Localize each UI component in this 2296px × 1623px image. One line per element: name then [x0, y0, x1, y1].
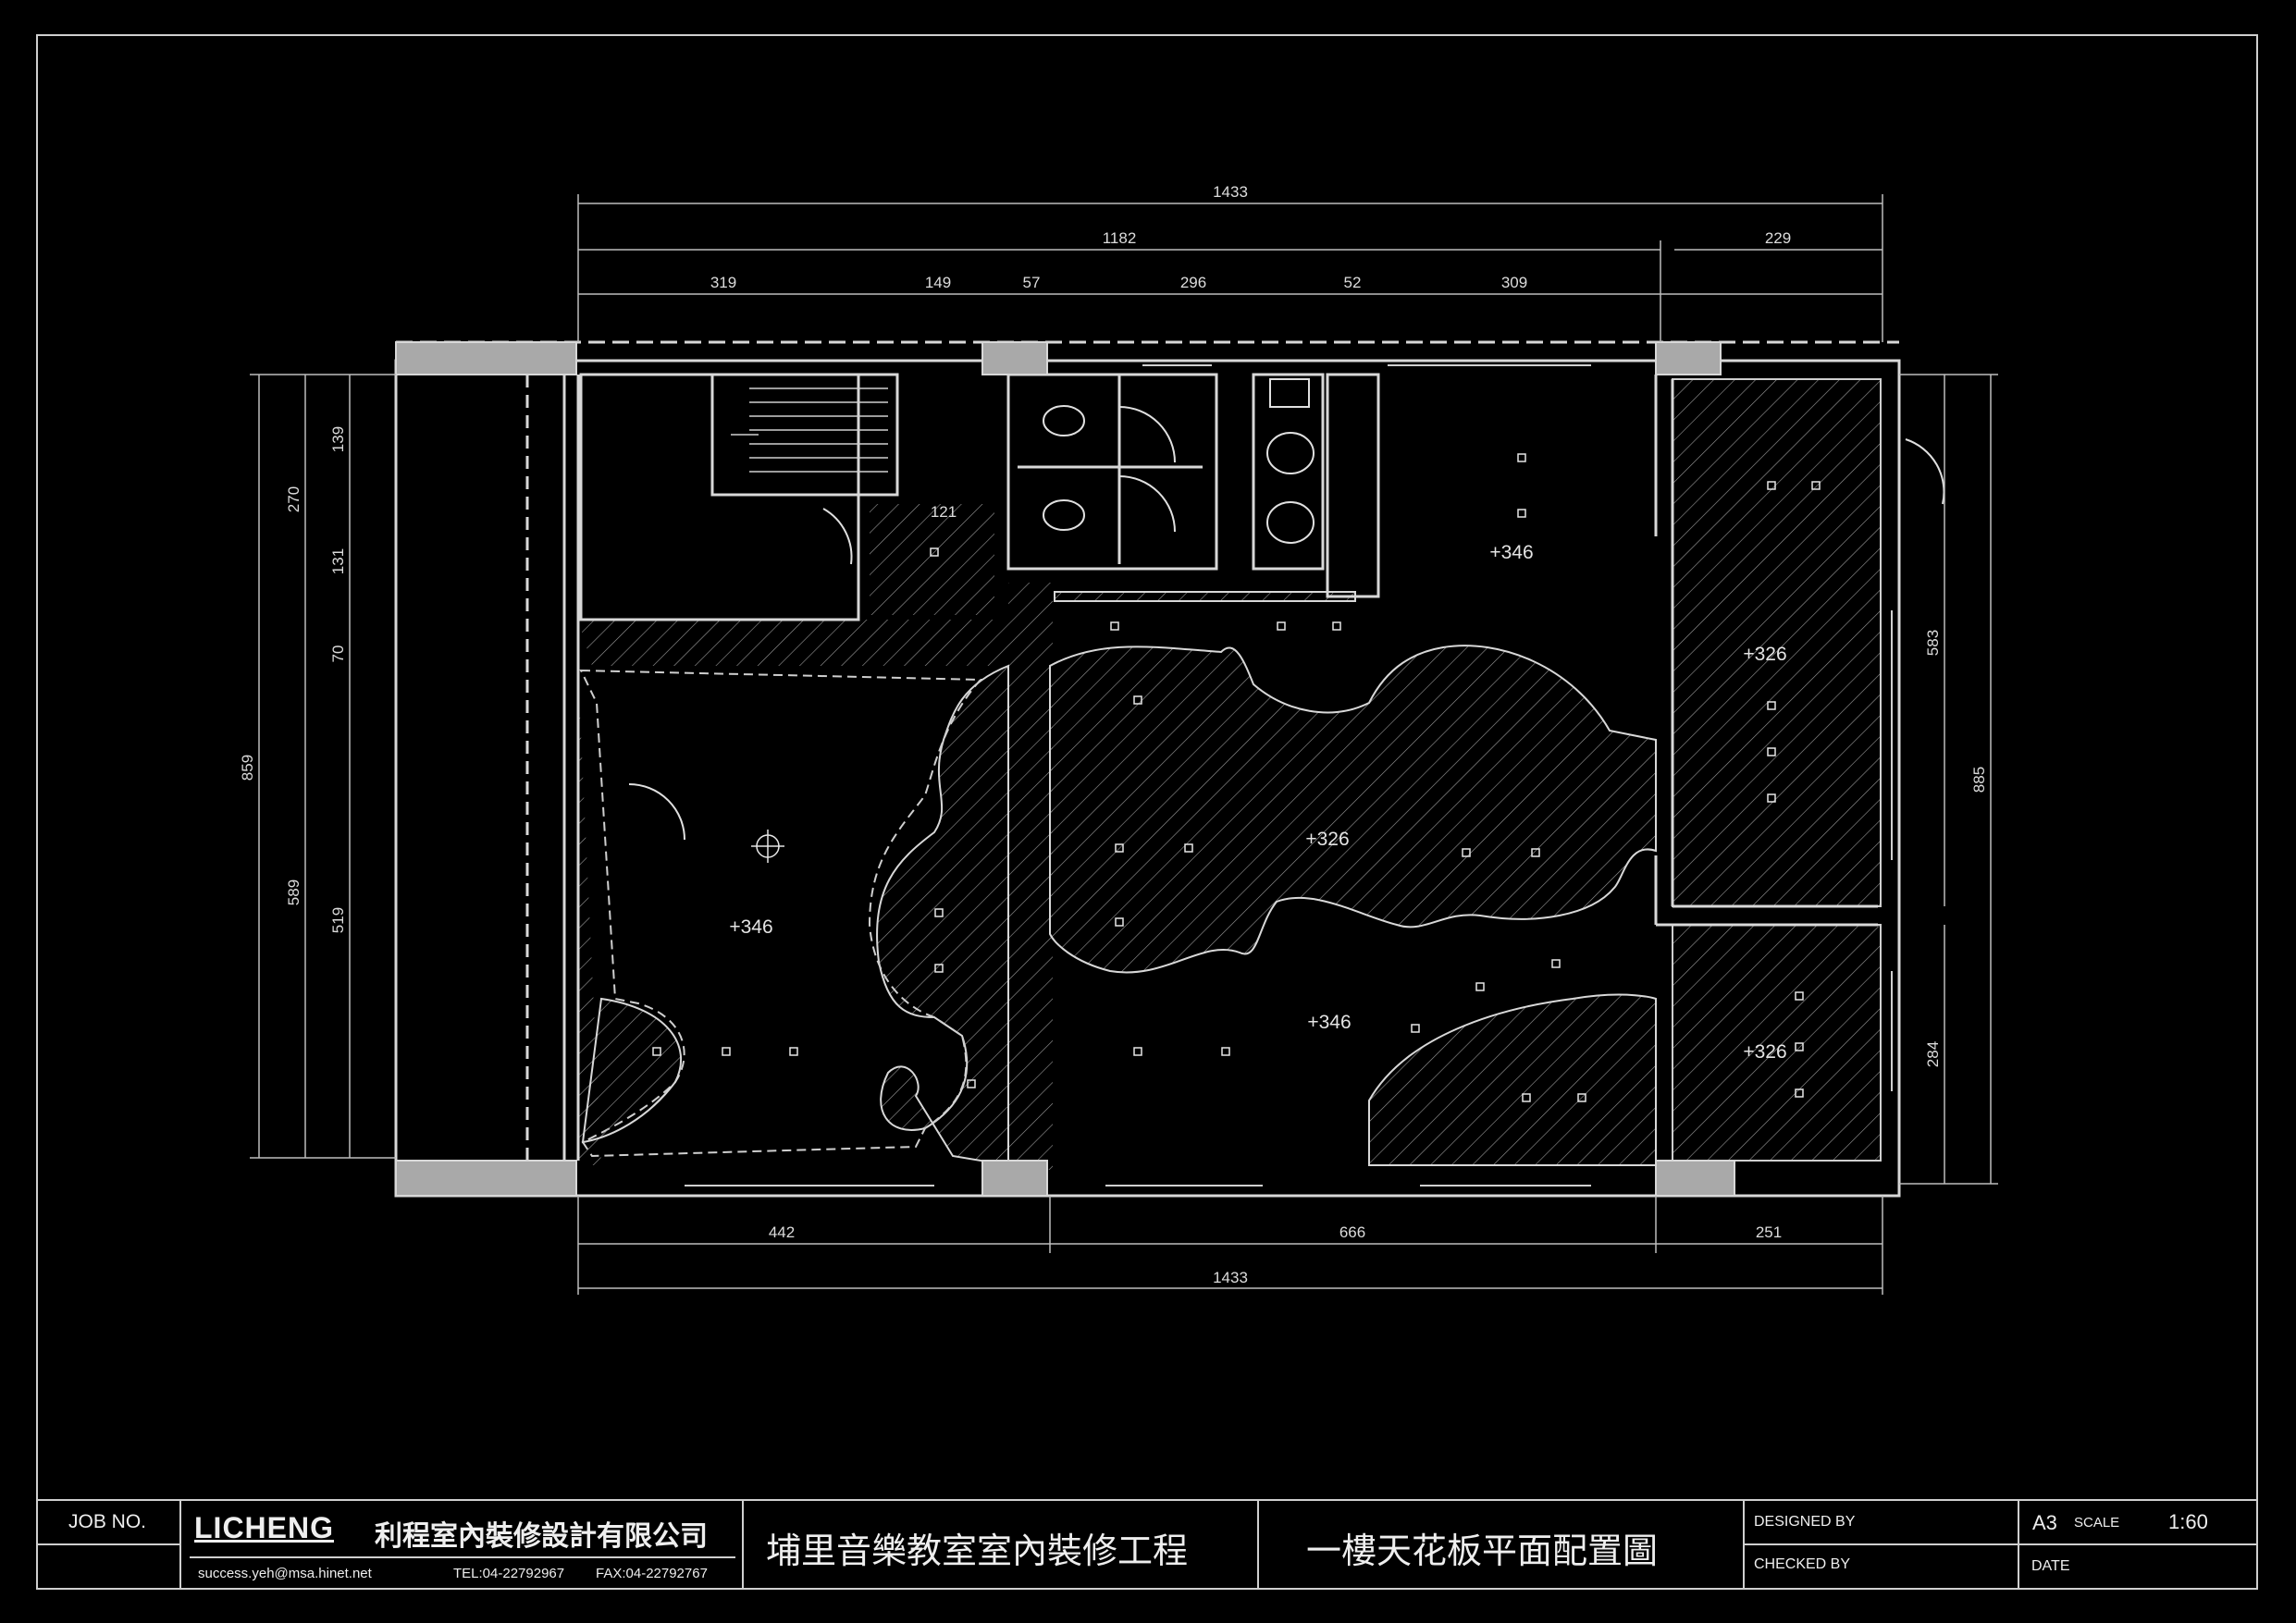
elevation-label: +326: [1743, 644, 1786, 665]
structural-columns: [395, 341, 1735, 1197]
dim-left-139: 139: [329, 426, 347, 452]
dim-left-270: 270: [285, 486, 302, 512]
elevation-label: +326: [1305, 829, 1349, 850]
dim-bottom-442: 442: [769, 1223, 795, 1241]
toilet-fixtures: [628, 378, 1945, 841]
dimension-labels: 1433 1182 229 319 149 57 296 52 309 442 …: [239, 183, 1988, 1286]
dim-top-52: 52: [1344, 274, 1362, 291]
title-block-frame: [36, 1499, 2258, 1590]
dim-right-284: 284: [1924, 1041, 1942, 1067]
dim-left-70: 70: [329, 646, 347, 663]
dim-top-1433: 1433: [1213, 183, 1248, 201]
dim-top-229: 229: [1765, 229, 1791, 247]
company-tel: TEL:04-22792967: [453, 1566, 565, 1581]
dim-left-131: 131: [329, 548, 347, 574]
company-fax: FAX:04-22792767: [596, 1566, 708, 1581]
walls: [394, 340, 1901, 1198]
dim-top-1182: 1182: [1103, 229, 1137, 247]
scale-value: 1:60: [2168, 1510, 2208, 1533]
company-name: 利程室內裝修設計有限公司: [375, 1520, 708, 1553]
checked-by-label: CHECKED BY: [1754, 1556, 1851, 1572]
dim-top-296: 296: [1180, 274, 1206, 291]
dim-right-885: 885: [1970, 767, 1988, 793]
dim-left-589: 589: [285, 879, 302, 905]
staircase: [731, 387, 888, 473]
elevation-label: +346: [729, 916, 772, 938]
dim-top-309: 309: [1501, 274, 1527, 291]
dimension-lines: [250, 194, 1998, 1295]
dim-left-859: 859: [239, 755, 256, 781]
elevation-label: +326: [1743, 1041, 1786, 1063]
light-fixtures: [652, 453, 1821, 1102]
dim-right-583: 583: [1924, 630, 1942, 656]
windows: [685, 364, 1893, 1187]
job-no-label: JOB NO.: [68, 1511, 147, 1532]
elevation-label: +346: [1307, 1012, 1351, 1033]
dim-bottom-251: 251: [1756, 1223, 1782, 1241]
drawing-title: 一樓天花板平面配置圖: [1306, 1531, 1659, 1571]
elevation-label: +346: [1489, 542, 1533, 563]
scale-label: SCALE: [2074, 1515, 2120, 1531]
dim-top-319: 319: [710, 274, 736, 291]
dim-top-57: 57: [1023, 274, 1041, 291]
company-logo: LICHENG: [194, 1511, 334, 1544]
stair-label: 121: [931, 503, 957, 521]
hatched-ceiling-zones: [578, 378, 1882, 1170]
dim-bottom-1433: 1433: [1213, 1269, 1248, 1286]
ceiling-elevations: +346 +346 +326 +326 +326 +346: [729, 542, 1786, 1063]
date-label: DATE: [2031, 1558, 2070, 1574]
designed-by-label: DESIGNED BY: [1754, 1514, 1856, 1530]
dim-left-519: 519: [329, 907, 347, 933]
project-title: 埔里音樂教室室內裝修工程: [766, 1531, 1189, 1571]
company-email: success.yeh@msa.hinet.net: [198, 1566, 372, 1581]
dim-top-149: 149: [925, 274, 951, 291]
dim-bottom-666: 666: [1339, 1223, 1365, 1241]
sheet-size: A3: [2032, 1511, 2057, 1534]
